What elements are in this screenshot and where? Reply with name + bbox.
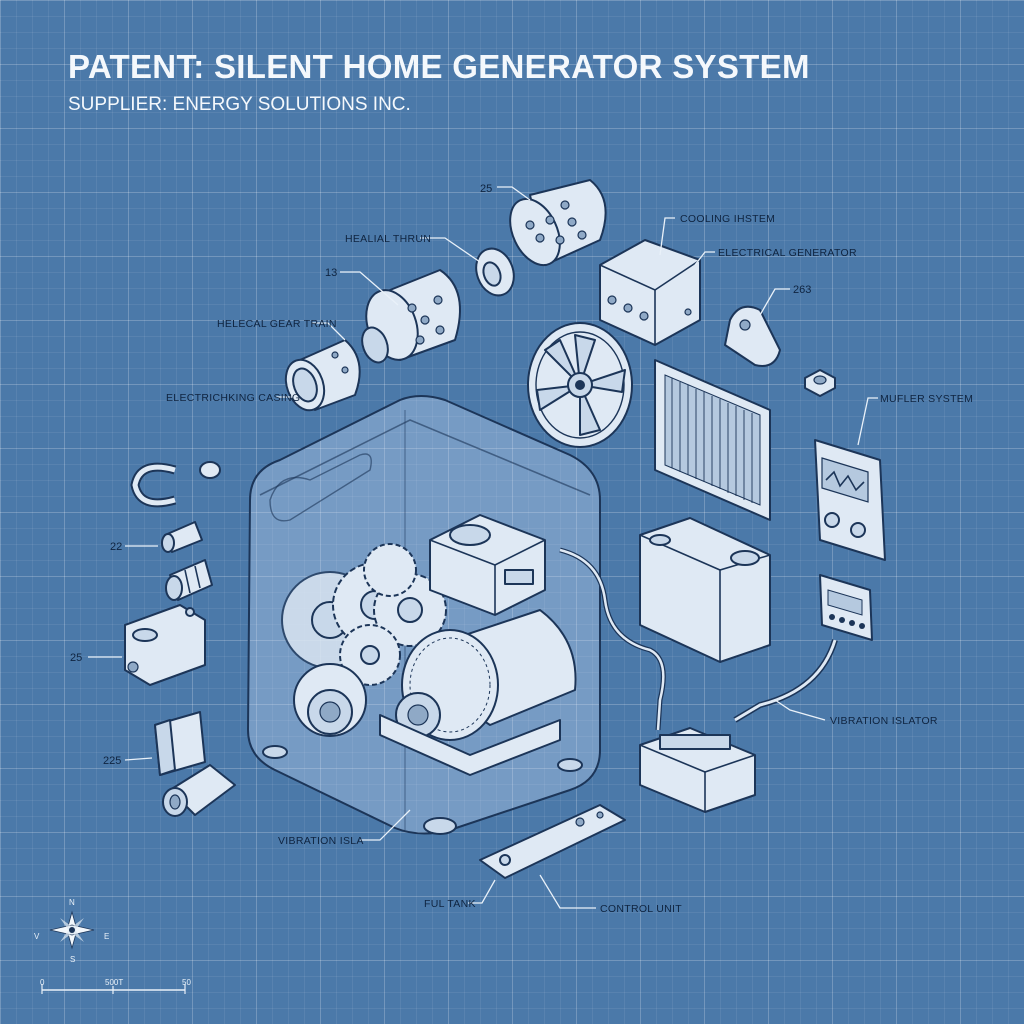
compass-north: N <box>69 898 75 907</box>
electrical-generator-box <box>599 239 701 346</box>
label-helical-thrun: HEALIAL THRUN <box>345 233 431 245</box>
mesh-filter <box>165 559 213 601</box>
leader-lines <box>88 186 878 909</box>
compass-west: V <box>34 932 40 941</box>
label-22: 22 <box>110 541 122 553</box>
label-vibration-isolator-right: VIBRATION ISLATOR <box>830 715 938 727</box>
label-fuel-tank: FUL TANK <box>424 898 476 910</box>
label-muffler-system: MUFLER SYSTEM <box>880 393 973 405</box>
fuel-canister <box>124 604 206 686</box>
label-vibration-isolator-left: VIBRATION ISLA <box>278 835 364 847</box>
u-clamp <box>130 461 221 508</box>
digital-meter <box>819 574 873 641</box>
relay-module <box>154 711 206 776</box>
scale-start: 0 <box>40 978 45 987</box>
scale-end: 50 <box>182 978 191 987</box>
label-electric-casing: ELECTRICHKING CASING <box>166 392 300 404</box>
radiator <box>654 359 771 521</box>
compass-rose-icon <box>49 910 95 950</box>
perforated-cylinder-top <box>509 179 607 267</box>
perforated-cylinder-mid <box>361 269 461 364</box>
label-13: 13 <box>325 267 337 279</box>
compass-south: S <box>70 955 75 964</box>
fitting-connector <box>162 764 236 817</box>
label-cooling-system: COOLING IHSTEM <box>680 213 775 225</box>
alternator-rotor <box>379 609 577 776</box>
scale-bar <box>41 984 186 994</box>
hex-nut <box>804 369 836 397</box>
label-helical-gear-train: HELECAL GEAR TRAIN <box>217 318 337 330</box>
label-225: 225 <box>103 755 121 767</box>
muffler-control-panel <box>814 439 886 561</box>
scale-mid: 500T <box>105 978 123 987</box>
sleeve-cylinder <box>284 339 361 412</box>
compass-east: E <box>104 932 109 941</box>
mounting-bracket <box>724 305 781 367</box>
label-263: 263 <box>793 284 811 296</box>
battery-large <box>639 517 771 663</box>
label-control-unit: CONTROL UNIT <box>600 903 682 915</box>
page-title: PATENT: SILENT HOME GENERATOR SYSTEM <box>68 48 810 85</box>
label-25-left: 25 <box>70 652 82 664</box>
internal-gear-assembly <box>281 543 447 737</box>
mounting-base-plate <box>479 804 626 879</box>
supplier-subtitle: SUPPLIER: ENERGY SOLUTIONS INC. <box>68 94 411 115</box>
gear-coupling-ring <box>475 247 515 297</box>
engine-block <box>429 514 546 616</box>
small-filter <box>161 521 203 553</box>
battery-small <box>639 727 756 813</box>
label-25-top: 25 <box>480 183 492 195</box>
cooling-fan <box>527 322 633 448</box>
label-electrical-generator: ELECTRICAL GENERATOR <box>718 247 857 259</box>
